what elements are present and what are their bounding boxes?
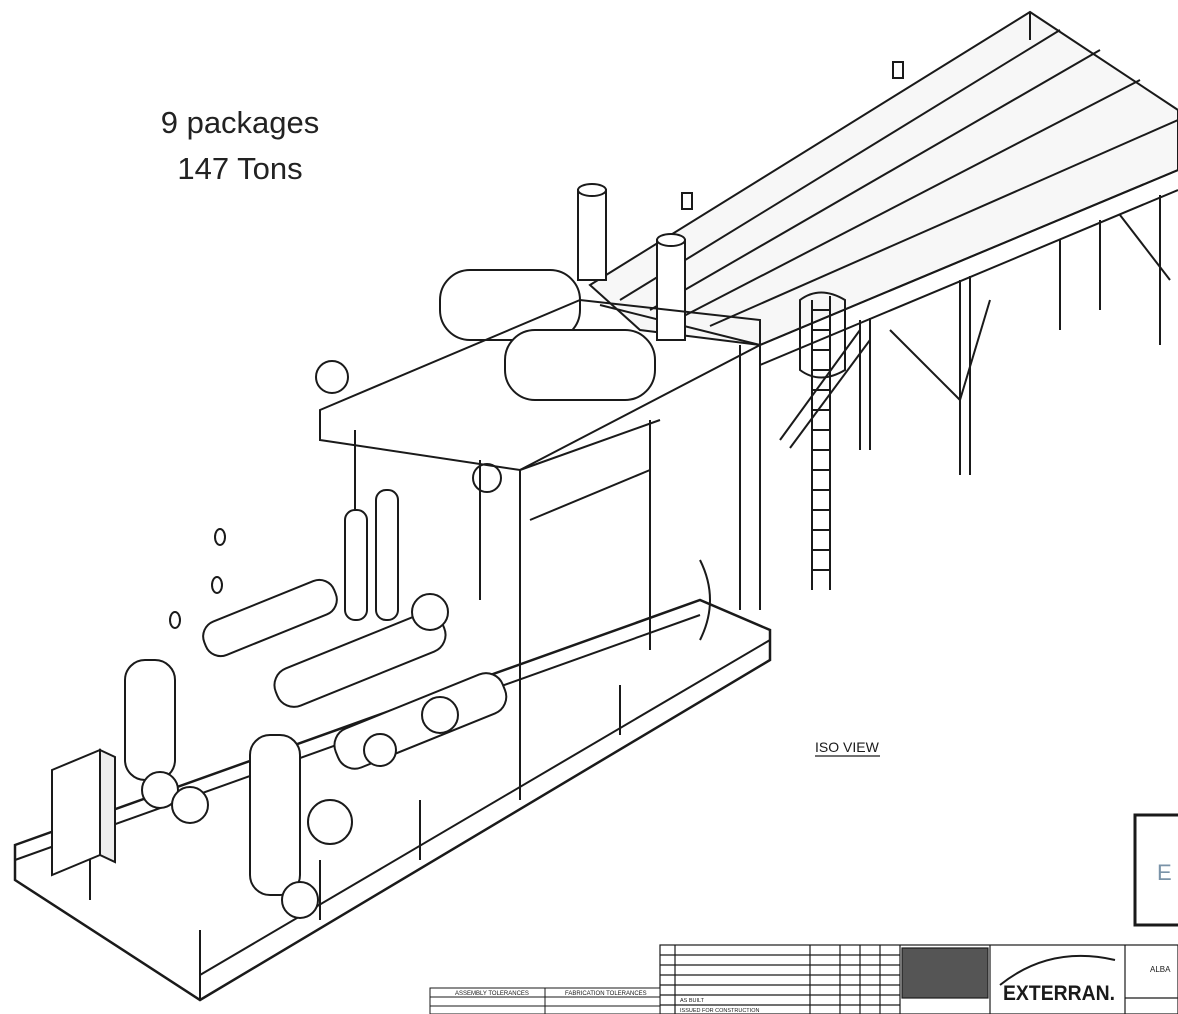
fabrication-tolerances-header: FABRICATION TOLERANCES	[565, 991, 647, 997]
compressor-piping	[141, 559, 711, 919]
loose-fittings	[169, 528, 226, 629]
tolerance-table: ASSEMBLY TOLERANCES FABRICATION TOLERANC…	[429, 987, 661, 1014]
logo-letter-partial: E	[1157, 860, 1172, 885]
ladder	[799, 291, 846, 590]
control-panel	[51, 748, 116, 877]
silencers	[315, 269, 656, 493]
logo-box-partial: E	[1133, 813, 1178, 927]
title-text-partial: ALBA	[1150, 965, 1171, 974]
package-count: 9 packages	[160, 105, 320, 140]
exterran-logo: EXTERRAN.	[1003, 982, 1115, 1005]
revision-row-1: AS BUILT	[680, 998, 705, 1004]
title-block: AS BUILT ISSUED FOR CONSTRUCTION EXTERRA…	[659, 944, 1178, 1014]
iso-view-label: ISO VIEW	[815, 739, 880, 755]
scrubbers	[124, 489, 399, 896]
assembly-tolerances-header: ASSEMBLY TOLERANCES	[455, 991, 529, 997]
revision-row-2: ISSUED FOR CONSTRUCTION	[680, 1008, 759, 1014]
caption: 9 packages 147 Tons	[120, 100, 360, 192]
tonnage: 147 Tons	[177, 151, 303, 186]
cooler-legs	[779, 195, 1171, 475]
exhaust-stacks	[577, 183, 686, 341]
